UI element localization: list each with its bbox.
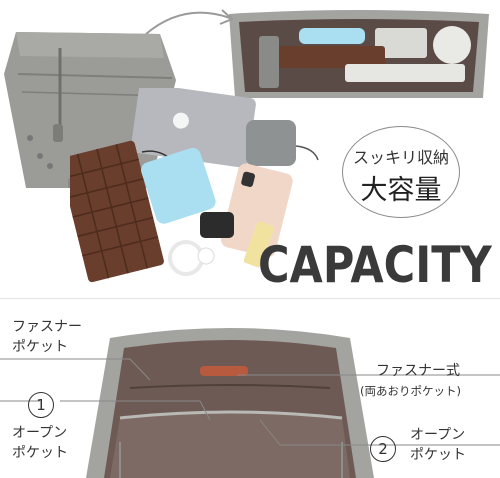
- curved-arrow-icon: [145, 9, 234, 35]
- open-pocket-1-label-1: オープン: [12, 425, 68, 441]
- number-badge-2: 2: [370, 436, 396, 462]
- zipper-pocket-left-label-2: ポケット: [12, 339, 68, 355]
- zipper-pocket-right-label-1: ファスナー式: [376, 363, 460, 379]
- contents-photo: [70, 88, 319, 283]
- callout-title: 大容量: [360, 175, 442, 206]
- bag-interior-photo: [86, 328, 374, 478]
- open-pocket-2-label-2: ポケット: [410, 447, 466, 463]
- open-pocket-2-label-1: オープン: [410, 427, 466, 443]
- open-pocket-1-label-2: ポケット: [12, 445, 68, 461]
- capacity-callout: スッキリ収納 大容量: [342, 126, 462, 220]
- open-bag-photo: [229, 10, 489, 98]
- callout-subtitle: スッキリ収納: [352, 148, 449, 167]
- capacity-headline: CAPACITY: [258, 236, 492, 294]
- callout-circle: [342, 126, 460, 218]
- number-badge-1: 1: [28, 392, 54, 418]
- zipper-pocket-left-label-1: ファスナー: [12, 319, 82, 335]
- zipper-pocket-right-label-2: (両あおりポケット): [360, 384, 461, 398]
- section-divider: [0, 298, 500, 299]
